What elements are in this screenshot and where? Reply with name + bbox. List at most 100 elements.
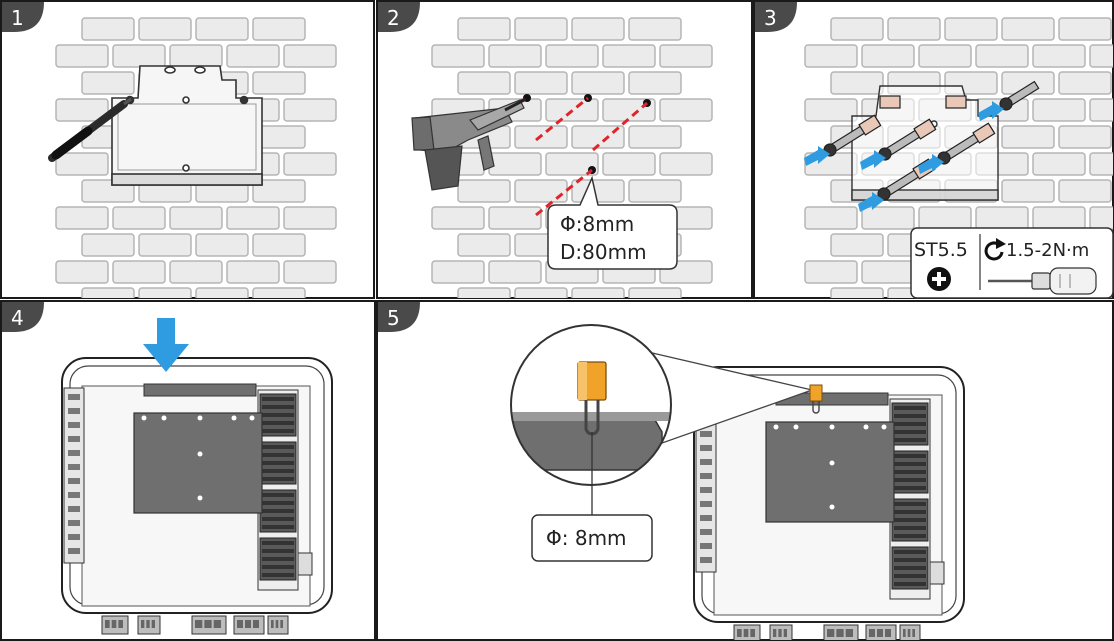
brick bbox=[1001, 179, 1055, 203]
brick bbox=[81, 287, 135, 298]
brick bbox=[659, 98, 713, 122]
brick bbox=[283, 260, 337, 284]
brick bbox=[431, 260, 485, 284]
brick bbox=[1058, 179, 1112, 203]
magnifier bbox=[510, 324, 672, 486]
brick bbox=[55, 206, 109, 230]
callout-diameter: Φ:8mm bbox=[560, 212, 634, 236]
step-number: 5 bbox=[387, 306, 400, 330]
brick bbox=[1032, 206, 1086, 230]
brick bbox=[1058, 125, 1112, 149]
blue-arrow-icon bbox=[918, 154, 944, 174]
brick bbox=[887, 17, 941, 41]
brick bbox=[918, 44, 972, 68]
panel-5-content: Φ: 8mm bbox=[510, 324, 965, 640]
brick bbox=[1058, 71, 1112, 95]
brick bbox=[1032, 152, 1086, 176]
brick bbox=[195, 233, 249, 257]
step-badges: 1 2 3 4 5 bbox=[2, 2, 797, 332]
hammer-drill-icon bbox=[411, 97, 527, 191]
blue-arrow-icon bbox=[804, 146, 830, 166]
brick bbox=[602, 152, 656, 176]
brick bbox=[861, 260, 915, 284]
brick bbox=[195, 17, 249, 41]
brick bbox=[112, 260, 166, 284]
brick bbox=[457, 71, 511, 95]
brick bbox=[55, 260, 109, 284]
step-badge bbox=[2, 2, 44, 32]
brick bbox=[1001, 125, 1055, 149]
brick bbox=[602, 44, 656, 68]
brick bbox=[804, 260, 858, 284]
callout-depth: D:80mm bbox=[560, 240, 647, 264]
brick bbox=[226, 44, 280, 68]
step-badge bbox=[2, 302, 44, 332]
brick bbox=[252, 287, 306, 298]
marker-pen-icon bbox=[48, 97, 132, 162]
panel-2-content: Φ:8mm D:80mm bbox=[411, 94, 678, 270]
brick bbox=[1089, 206, 1113, 230]
screwdriver-icon bbox=[988, 267, 1097, 295]
brick bbox=[1032, 44, 1086, 68]
inverter-icon bbox=[693, 366, 965, 640]
panel-4-frame bbox=[0, 300, 376, 641]
brick bbox=[944, 17, 998, 41]
brick bbox=[1058, 17, 1112, 41]
brick bbox=[975, 206, 1029, 230]
step-number: 2 bbox=[387, 6, 400, 30]
brick bbox=[81, 233, 135, 257]
brick bbox=[514, 179, 568, 203]
lock-diameter-label: Φ: 8mm bbox=[546, 526, 627, 550]
blue-arrow-icon bbox=[858, 192, 884, 212]
brick bbox=[169, 44, 223, 68]
step-badge bbox=[378, 2, 420, 32]
brick bbox=[861, 44, 915, 68]
step-number: 1 bbox=[11, 6, 24, 30]
brick bbox=[283, 152, 337, 176]
blue-arrow-icon bbox=[978, 101, 1004, 121]
screw-spec-label: ST5.5 bbox=[914, 239, 968, 261]
brick bbox=[514, 71, 568, 95]
brick bbox=[55, 44, 109, 68]
brick bbox=[169, 206, 223, 230]
panel-4-content bbox=[61, 318, 333, 635]
brick bbox=[830, 233, 884, 257]
brick bbox=[488, 44, 542, 68]
brick bbox=[226, 260, 280, 284]
brick bbox=[488, 260, 542, 284]
brick bbox=[252, 179, 306, 203]
brick bbox=[830, 17, 884, 41]
brick bbox=[55, 152, 109, 176]
brick bbox=[457, 179, 511, 203]
step-number: 3 bbox=[764, 6, 777, 30]
rotate-clockwise-icon bbox=[984, 238, 1006, 261]
brick bbox=[226, 206, 280, 230]
blue-arrow-icon bbox=[860, 150, 886, 170]
brick bbox=[169, 260, 223, 284]
brick bbox=[571, 287, 625, 298]
brick bbox=[431, 44, 485, 68]
brick bbox=[628, 179, 682, 203]
mounting-bracket bbox=[111, 65, 263, 186]
brick bbox=[602, 98, 656, 122]
brick bbox=[81, 17, 135, 41]
padlock-small bbox=[809, 384, 823, 414]
brick bbox=[659, 44, 713, 68]
step-badge bbox=[378, 302, 420, 332]
brick bbox=[975, 44, 1029, 68]
inverter-icon bbox=[61, 357, 333, 635]
brick bbox=[545, 44, 599, 68]
brick bbox=[628, 71, 682, 95]
brick bbox=[628, 287, 682, 298]
brick bbox=[571, 125, 625, 149]
lock-diameter-callout: Φ: 8mm bbox=[531, 432, 653, 562]
brick bbox=[457, 17, 511, 41]
step-badge bbox=[755, 2, 797, 32]
brick bbox=[514, 17, 568, 41]
screw-spec-box: ST5.5 1.5-2N·m bbox=[910, 227, 1114, 299]
brick bbox=[138, 17, 192, 41]
brick bbox=[804, 206, 858, 230]
transparent-bracket bbox=[851, 85, 999, 201]
brick bbox=[457, 287, 511, 298]
brick bbox=[571, 17, 625, 41]
